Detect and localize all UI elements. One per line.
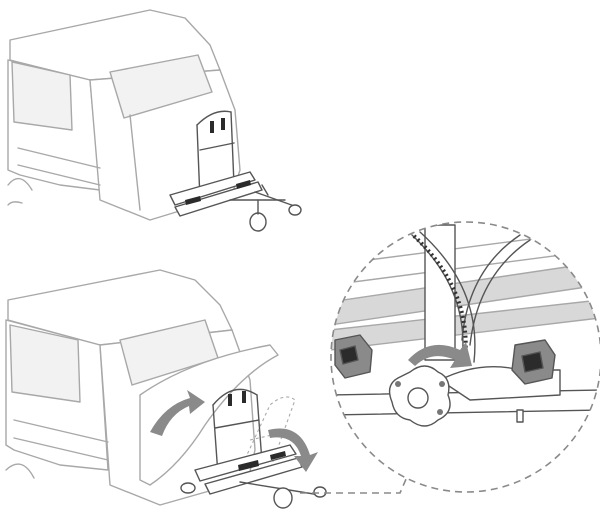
callout-line [300,469,411,494]
top-bike-rack [169,110,302,232]
bottom-caravan [5,269,279,506]
detail-circle [330,221,600,493]
rotate-knob-icon [408,342,472,368]
curved-arrow-icon [150,390,205,436]
top-caravan [7,9,241,221]
curved-arrow-icon [268,428,318,472]
strap [221,118,225,130]
open-door-panel [139,344,279,486]
strap [210,121,214,133]
